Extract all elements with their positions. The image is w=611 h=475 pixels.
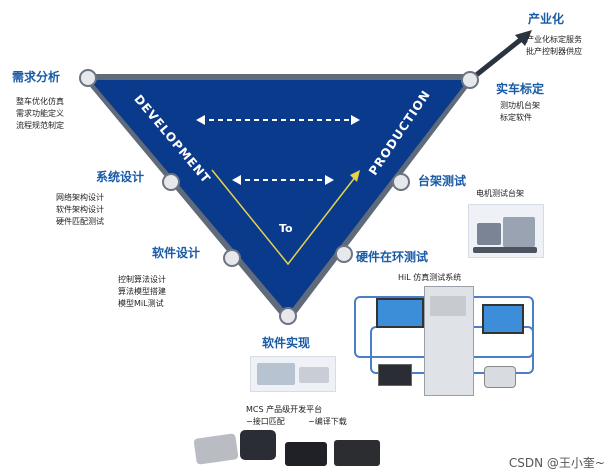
hil-ecu xyxy=(484,366,516,388)
requirements-desc: 整车优化仿真 需求功能定义 流程规范制定 xyxy=(16,96,64,132)
software-impl-item: −编译下载 xyxy=(308,417,347,426)
controller-unit-photo xyxy=(285,442,327,466)
lower-dashed-arrow-right-head xyxy=(325,175,334,185)
controller-unit-photo xyxy=(334,440,380,466)
system-design-item: 软件架构设计 xyxy=(56,205,104,214)
requirements-item: 需求功能定义 xyxy=(16,109,64,118)
v-triangle xyxy=(90,80,468,314)
vehicle-calibration-item: 标定软件 xyxy=(500,113,532,122)
vehicle-calibration-desc: 测功机台架 标定软件 xyxy=(500,100,540,124)
upper-dashed-arrow-left-head xyxy=(196,115,205,125)
yellow-flow-arrow-head xyxy=(350,170,360,182)
watermark: CSDN @王小奎~ xyxy=(508,456,605,470)
software-design-item: 模型MiL测试 xyxy=(118,299,164,308)
hil-test-title: 硬件在环测试 xyxy=(356,250,429,264)
to-label: To xyxy=(279,222,293,235)
software-design-title: 软件设计 xyxy=(152,246,201,260)
software-design-item: 算法模型搭建 xyxy=(118,287,166,296)
node-vehicle-calibration xyxy=(461,71,479,89)
node-hil-test xyxy=(335,245,353,263)
vehicle-calibration-item: 测功机台架 xyxy=(500,101,540,110)
v-outline xyxy=(84,74,474,322)
hil-system-label: HiL 仿真测试系统 xyxy=(398,273,462,282)
software-design-item: 控制算法设计 xyxy=(118,275,166,284)
controller-unit-photo xyxy=(240,430,276,460)
motor-test-bench-photo xyxy=(468,204,544,258)
requirements-item: 流程规范制定 xyxy=(16,121,64,130)
lower-dashed-arrow-left-head xyxy=(232,175,241,185)
software-impl-item: MCS 产品级开发平台 xyxy=(246,405,323,414)
industrialization-item: 批产控制器供应 xyxy=(526,47,582,56)
system-design-item: 硬件匹配测试 xyxy=(56,217,104,226)
industrialization-arrow-shaft xyxy=(468,35,526,82)
software-impl-desc: MCS 产品级开发平台 −接口匹配 −编译下载 xyxy=(246,404,347,428)
hil-monitor xyxy=(482,304,524,334)
system-design-item: 网络架构设计 xyxy=(56,193,104,202)
industrialization-title: 产业化 xyxy=(528,12,565,26)
yellow-flow-line xyxy=(211,169,357,266)
upper-dashed-arrow-right-head xyxy=(351,115,360,125)
node-system-design xyxy=(162,173,180,191)
hil-monitor xyxy=(376,298,424,328)
node-requirements xyxy=(79,69,97,87)
industrialization-arrow-head xyxy=(515,30,532,46)
bench-test-desc: 电机测试台架 xyxy=(476,188,524,200)
industrialization-desc: 产业化标定服务 批产控制器供应 xyxy=(526,34,582,58)
hil-instrument xyxy=(378,364,412,386)
node-software-impl xyxy=(279,307,297,325)
software-impl-title: 软件实现 xyxy=(262,336,311,350)
node-bench-test xyxy=(392,173,410,191)
requirements-title: 需求分析 xyxy=(12,70,61,84)
bench-test-title: 台架测试 xyxy=(418,174,467,188)
requirements-item: 整车优化仿真 xyxy=(16,97,64,106)
vehicle-calibration-title: 实车标定 xyxy=(496,82,545,96)
mcs-platform-photo xyxy=(250,356,336,392)
software-design-desc: 控制算法设计 算法模型搭建 模型MiL测试 xyxy=(118,274,166,310)
bench-test-item: 电机测试台架 xyxy=(476,189,524,198)
node-software-design xyxy=(223,249,241,267)
system-design-desc: 网络架构设计 软件架构设计 硬件匹配测试 xyxy=(56,192,104,228)
software-impl-item: −接口匹配 xyxy=(246,417,285,426)
industrialization-item: 产业化标定服务 xyxy=(526,35,582,44)
system-design-title: 系统设计 xyxy=(96,170,145,184)
